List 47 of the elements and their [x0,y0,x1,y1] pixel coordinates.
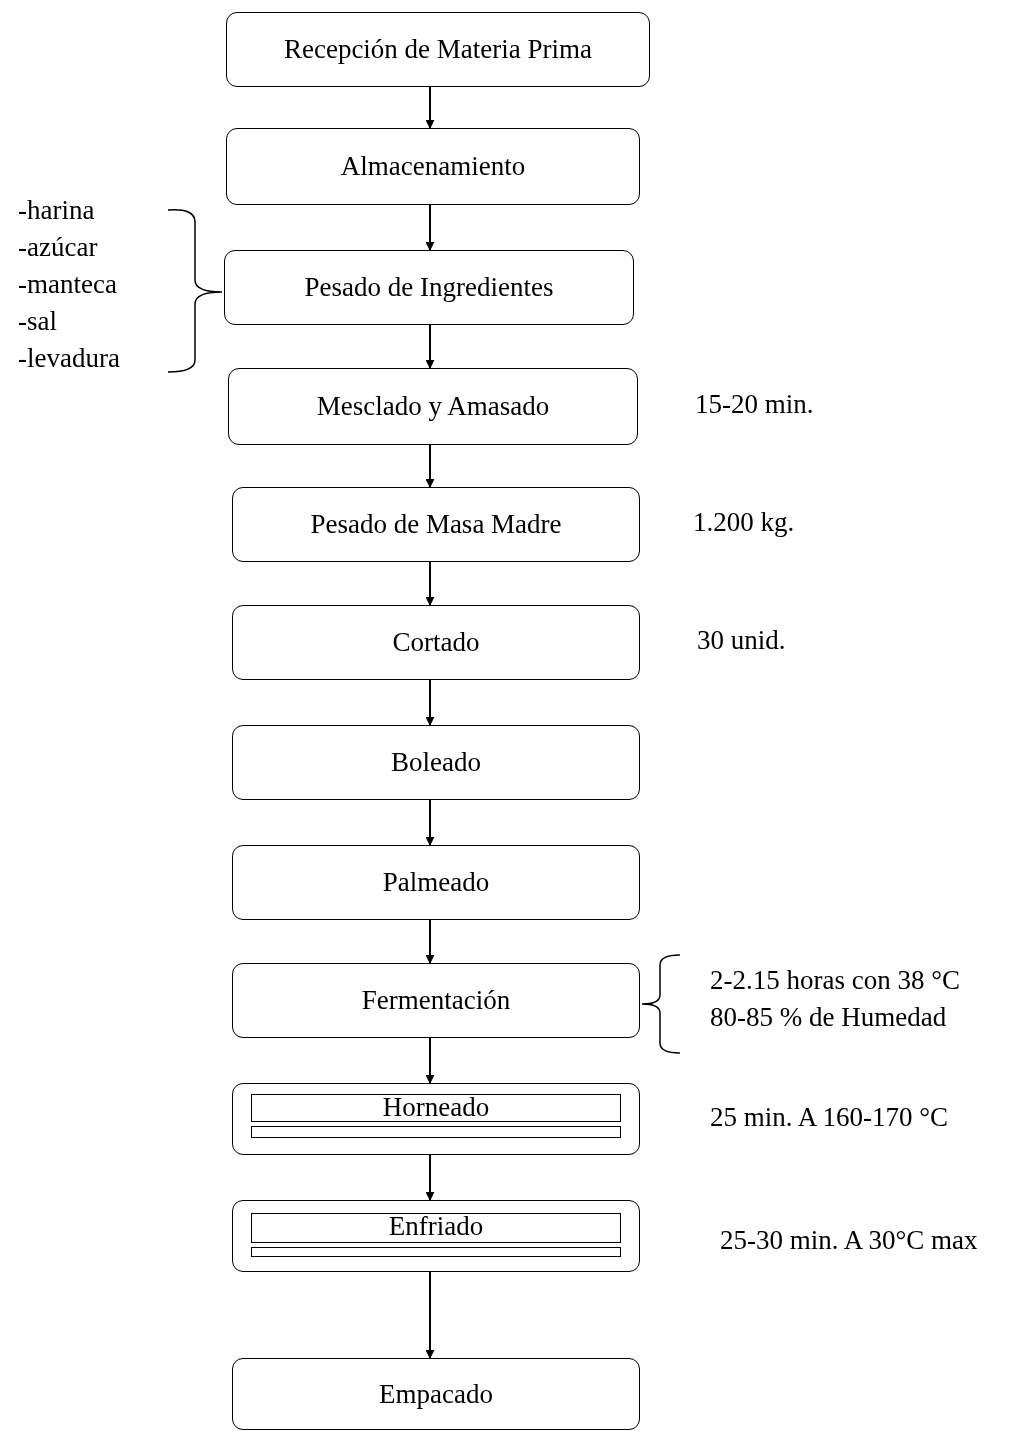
arrow [425,799,435,846]
arrow [425,204,435,251]
ingredient-item: -azúcar [18,231,98,264]
arrow [425,444,435,488]
ingredient-item: -sal [18,305,57,338]
process-box [232,725,640,800]
process-note: 1.200 kg. [693,506,795,539]
arrow [425,1271,435,1359]
step-label: Fermentación [361,985,511,1016]
step-label: Enfriado [388,1210,484,1242]
arrow [425,1154,435,1201]
process-note: 80-85 % de Humedad [710,1001,947,1034]
ingredient-item: -harina [18,194,95,227]
process-box [226,12,650,87]
process-note: 25 min. A 160-170 °C [710,1101,949,1134]
arrow [425,919,435,964]
arrow [425,561,435,606]
process-note: 2-2.15 horas con 38 °C [710,964,960,997]
process-box [232,845,640,920]
process-box [232,963,640,1038]
step-label: Recepción de Materia Prima [283,34,593,65]
process-box [232,605,640,680]
process-note: 30 unid. [697,624,786,657]
step-label: Pesado de Masa Madre [310,509,562,540]
process-note: 15-20 min. [695,388,814,421]
step-label: Boleado [391,747,481,778]
arrow [425,324,435,369]
process-box [224,250,634,325]
arrow [425,86,435,129]
arrow [425,679,435,726]
process-box [232,487,640,562]
process-box [232,1200,640,1272]
process-note: 25-30 min. A 30°C max [720,1224,978,1257]
process-box [232,1358,640,1430]
arrow [425,1037,435,1084]
process-box [226,128,640,205]
step-label: Empacado [379,1378,493,1410]
ingredient-item: -manteca [18,268,117,301]
step-label: Horneado [382,1091,490,1123]
process-box [228,368,638,445]
ingredient-item: -levadura [18,342,120,375]
step-label: Palmeado [382,867,490,898]
step-label: Pesado de Ingredientes [304,272,554,303]
step-label: Almacenamiento [340,151,526,182]
process-box [232,1083,640,1155]
step-label: Cortado [392,627,480,658]
step-label: Mesclado y Amasado [316,391,550,422]
